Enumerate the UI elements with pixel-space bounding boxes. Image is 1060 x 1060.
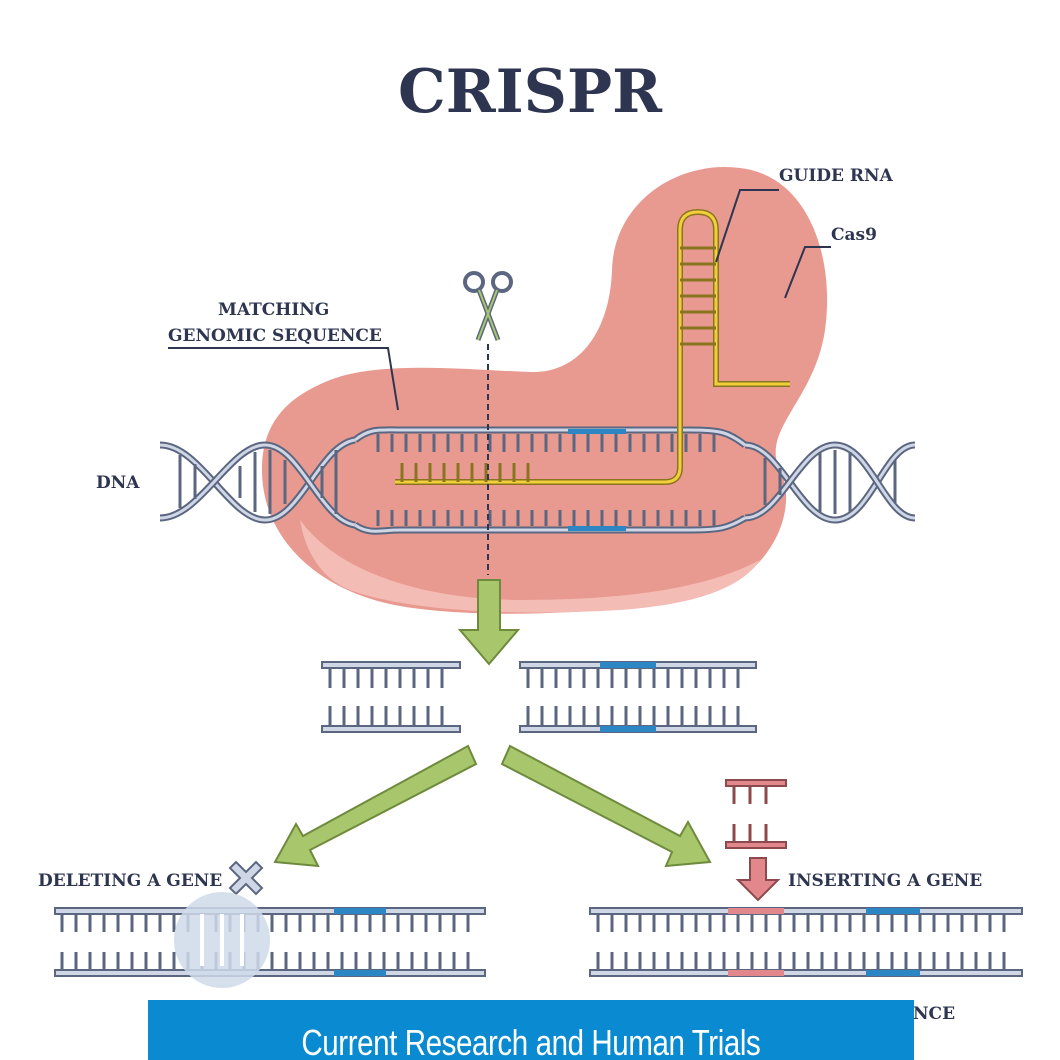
down-arrow-icon (457, 579, 521, 666)
deleted-gene-strand (54, 892, 486, 988)
dna-helix (159, 426, 916, 535)
scissors-icon (463, 271, 513, 341)
inserting-label: INSERTING A GENE (788, 871, 982, 891)
guide-rna (395, 208, 790, 485)
inserted-gene-strand (589, 907, 1023, 977)
insert-fragment (725, 779, 787, 902)
matching-label-line2: GENOMIC SEQUENCE (168, 326, 382, 346)
dna-label: DNA (96, 473, 140, 493)
caption-banner: Current Research and Human Trials (148, 1000, 914, 1060)
cas9-protein (262, 166, 828, 614)
cut-fragments (321, 661, 757, 733)
deleting-label: DELETING A GENE (38, 871, 222, 891)
banner-text: Current Research and Human Trials (301, 1022, 761, 1060)
cas9-label: Cas9 (831, 225, 877, 245)
partial-bottom-label: NCE (913, 1004, 955, 1024)
cross-icon (228, 860, 264, 896)
diagram-title: CRISPR (398, 57, 663, 127)
guide-rna-label: GUIDE RNA (779, 166, 894, 186)
branch-arrows (273, 744, 712, 868)
matching-label-line1: MATCHING (218, 300, 329, 320)
